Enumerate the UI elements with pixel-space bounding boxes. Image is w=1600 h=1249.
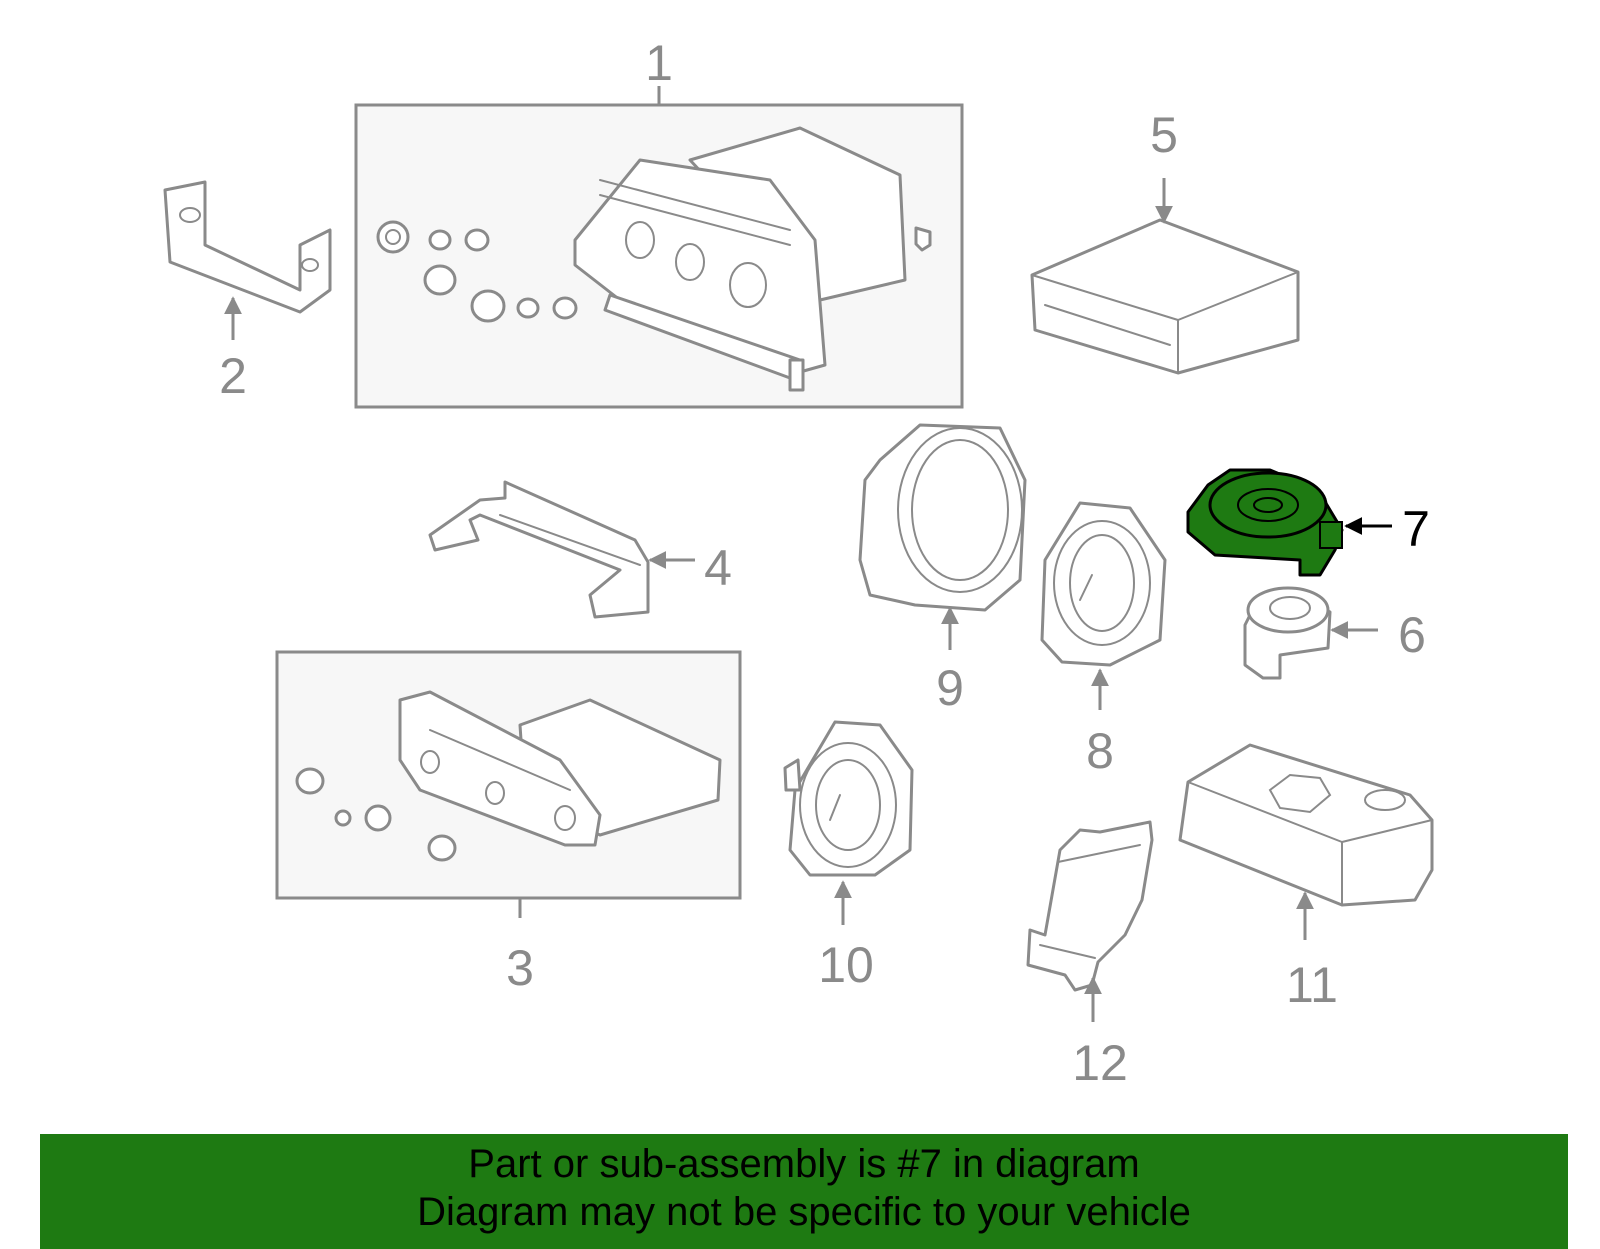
part-11-amplifier[interactable]: [1178, 743, 1434, 940]
callout-1: 1: [645, 35, 673, 91]
part-8-speaker[interactable]: [1040, 501, 1167, 710]
banner-line-2: Diagram may not be specific to your vehi…: [417, 1190, 1191, 1234]
part-4-bracket[interactable]: [428, 480, 695, 619]
part-3-control-unit[interactable]: [275, 650, 742, 918]
part-6-tweeter[interactable]: [1243, 586, 1378, 680]
part-2-bracket[interactable]: [163, 180, 332, 340]
callout-11: 11: [1286, 957, 1338, 1013]
callout-3: 3: [506, 940, 534, 996]
part-10-speaker[interactable]: [783, 720, 914, 925]
banner-line-1: Part or sub-assembly is #7 in diagram: [468, 1142, 1140, 1186]
part-12-bracket[interactable]: [1026, 820, 1154, 1022]
callout-9: 9: [936, 660, 964, 716]
callout-2: 2: [219, 348, 247, 404]
callout-4: 4: [704, 540, 732, 596]
callout-10: 10: [818, 937, 874, 993]
callout-8: 8: [1086, 723, 1114, 779]
part-5-disc-changer[interactable]: [1030, 178, 1300, 375]
callout-12: 12: [1072, 1035, 1128, 1091]
callout-5: 5: [1150, 107, 1178, 163]
part-9-speaker-mount[interactable]: [858, 423, 1027, 650]
callout-6: 6: [1398, 607, 1426, 663]
info-banner: Part or sub-assembly is #7 in diagram Di…: [40, 1134, 1568, 1249]
part-1-head-unit[interactable]: [354, 86, 964, 409]
callout-7: 7: [1402, 501, 1430, 557]
part-7-speaker-highlighted[interactable]: [1186, 468, 1392, 577]
